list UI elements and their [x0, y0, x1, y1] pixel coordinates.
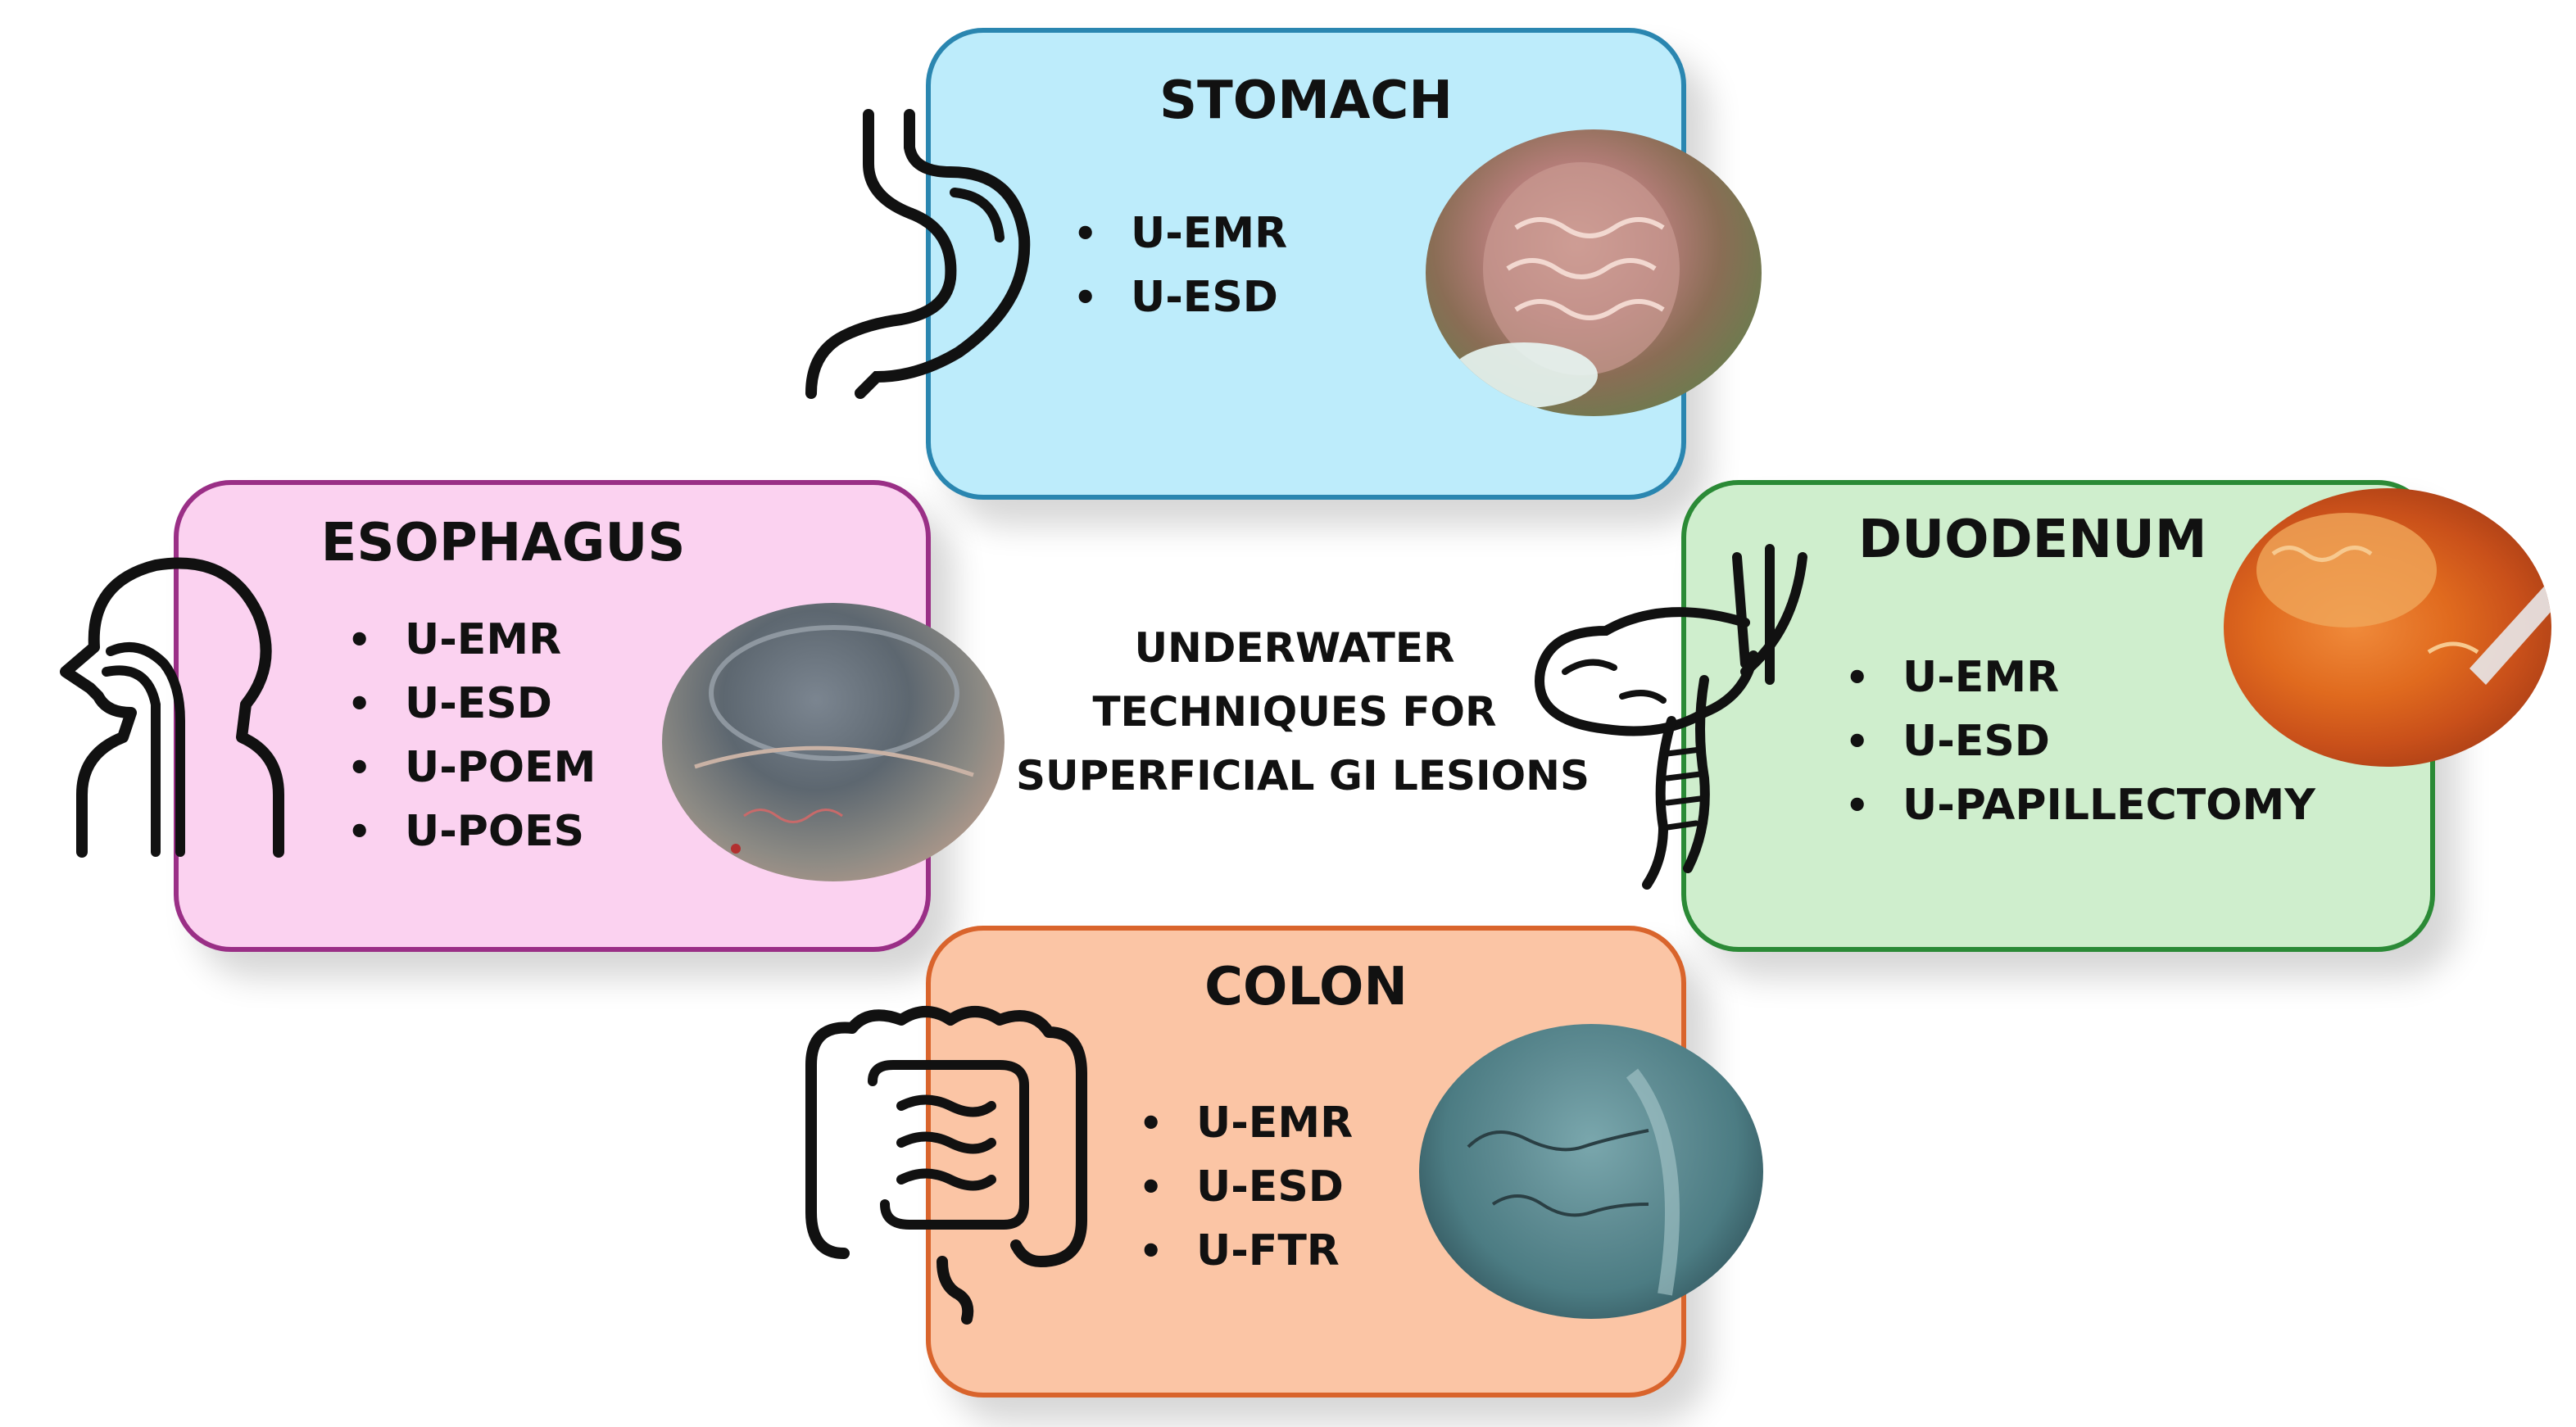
colon-lesion-texture [1467, 1068, 1680, 1296]
esophagus-title: ESOPHAGUS [320, 513, 686, 573]
stomach-title: STOMACH [1159, 70, 1453, 131]
endoscopic-image-stomach [1426, 129, 1762, 416]
list-item: U-ESD [1073, 265, 1287, 329]
duodenum-lesion-texture [2256, 513, 2551, 685]
list-item: U-EMR [1845, 646, 2315, 709]
list-item: U-FTR [1139, 1219, 1353, 1283]
endoscopic-image-colon [1419, 1024, 1763, 1319]
list-item: U-POES [347, 800, 596, 863]
list-item: U-EMR [1139, 1091, 1353, 1155]
list-item: U-ESD [1845, 709, 2315, 773]
list-item: U-PAPILLECTOMY [1845, 773, 2315, 837]
duodenum-pancreas-icon [1535, 544, 1807, 890]
list-item: U-ESD [347, 672, 596, 736]
diagram-center-title: UNDERWATER TECHNIQUES FOR SUPERFICIAL GI… [1016, 616, 1590, 808]
esophagus-lesion-texture [694, 625, 974, 854]
endoscopic-image-duodenum [2224, 488, 2551, 767]
stomach-technique-list: U-EMR U-ESD [1073, 202, 1287, 329]
center-title-line: SUPERFICIAL GI LESIONS [1016, 752, 1590, 800]
esophagus-technique-list: U-EMR U-ESD U-POEM U-POES [347, 608, 596, 863]
list-item: U-EMR [347, 608, 596, 672]
duodenum-title: DUODENUM [1858, 510, 2207, 570]
colon-title: COLON [1204, 957, 1408, 1017]
list-item: U-EMR [1073, 202, 1287, 265]
human-head-esophagus-icon [60, 557, 284, 858]
stomach-lesion-texture [1450, 162, 1680, 408]
endoscopic-image-esophagus [662, 603, 1005, 881]
center-title-line: UNDERWATER [1134, 624, 1455, 672]
duodenum-technique-list: U-EMR U-ESD U-PAPILLECTOMY [1845, 646, 2315, 837]
center-title-line: TECHNIQUES FOR [1092, 688, 1497, 736]
list-item: U-POEM [347, 736, 596, 800]
stomach-icon [805, 109, 1031, 399]
intestine-icon [805, 1006, 1087, 1325]
list-item: U-ESD [1139, 1155, 1353, 1219]
colon-technique-list: U-EMR U-ESD U-FTR [1139, 1091, 1353, 1283]
